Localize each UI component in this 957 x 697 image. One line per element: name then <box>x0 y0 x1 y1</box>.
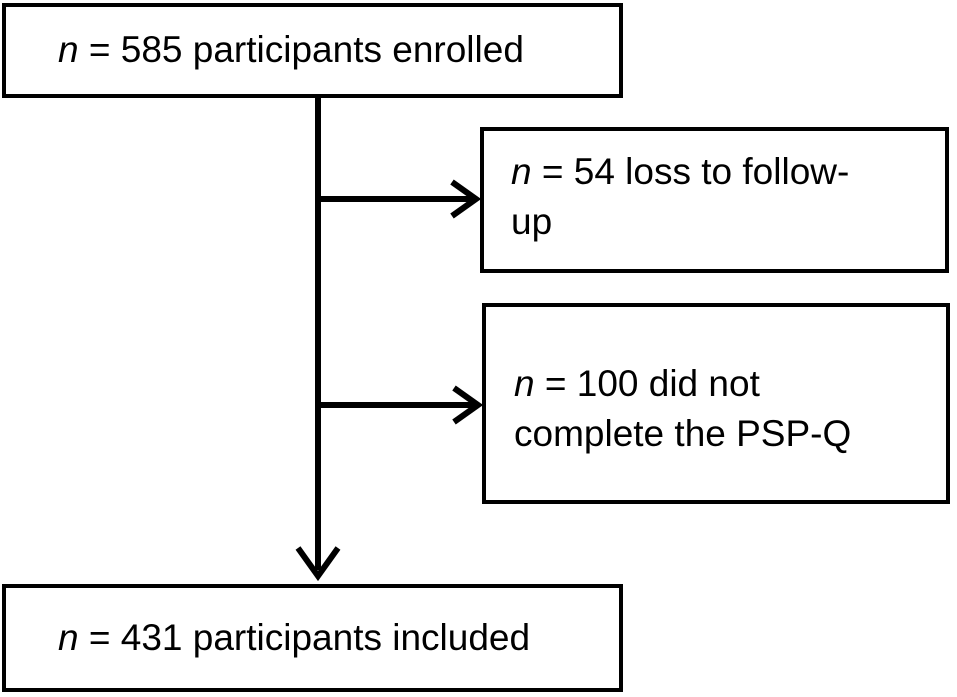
loss-text: = 54 loss to follow- <box>531 151 850 192</box>
branch-loss-arrowhead <box>450 179 482 219</box>
loss-to-follow-up-box: n = 54 loss to follow- up <box>480 127 949 273</box>
branch-psp-arrowhead <box>452 385 484 425</box>
enrolled-text: = 585 participants enrolled <box>78 29 524 70</box>
included-box: n = 431 participants included <box>2 584 623 692</box>
n-symbol: n <box>514 363 535 404</box>
n-symbol: n <box>511 151 532 192</box>
did-not-complete-box: n = 100 did not complete the PSP-Q <box>482 303 950 504</box>
included-text: = 431 participants included <box>78 617 531 658</box>
n-symbol: n <box>58 617 79 658</box>
enrolled-box: n = 585 participants enrolled <box>2 3 623 98</box>
main-arrowhead <box>295 546 341 582</box>
loss-text-line2: up <box>511 201 553 242</box>
n-symbol: n <box>58 29 79 70</box>
psp-text: = 100 did not <box>534 363 760 404</box>
psp-text-line2: complete the PSP-Q <box>514 413 852 454</box>
